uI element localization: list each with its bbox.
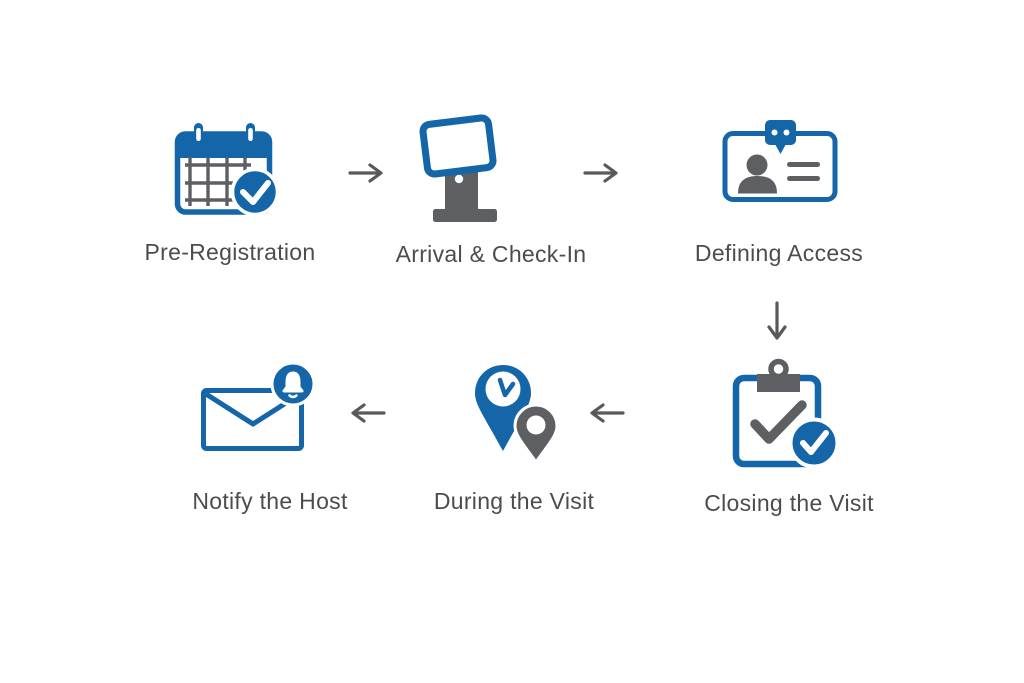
id-badge-chat-icon: [722, 120, 838, 202]
step-label-during-the-visit: During the Visit: [433, 488, 595, 514]
arrow-down-icon: [767, 301, 787, 340]
step-label-arrival-check-in: Arrival & Check-In: [395, 241, 587, 267]
calendar-check-icon: [174, 123, 280, 217]
step-label-pre-registration: Pre-Registration: [144, 239, 316, 265]
envelope-bell-icon: [201, 361, 316, 451]
clipboard-check-icon: [732, 358, 840, 469]
arrow-left-icon-1: [590, 403, 625, 423]
arrow-left-icon-2: [351, 403, 386, 423]
check-in-kiosk-icon: [419, 114, 497, 222]
arrow-right-icon-1: [348, 163, 383, 183]
step-label-notify-the-host: Notify the Host: [192, 488, 348, 514]
step-label-closing-the-visit: Closing the Visit: [704, 490, 874, 516]
map-pins-clock-icon: [475, 365, 559, 465]
step-label-defining-access: Defining Access: [694, 240, 864, 266]
arrow-right-icon-2: [583, 163, 618, 183]
